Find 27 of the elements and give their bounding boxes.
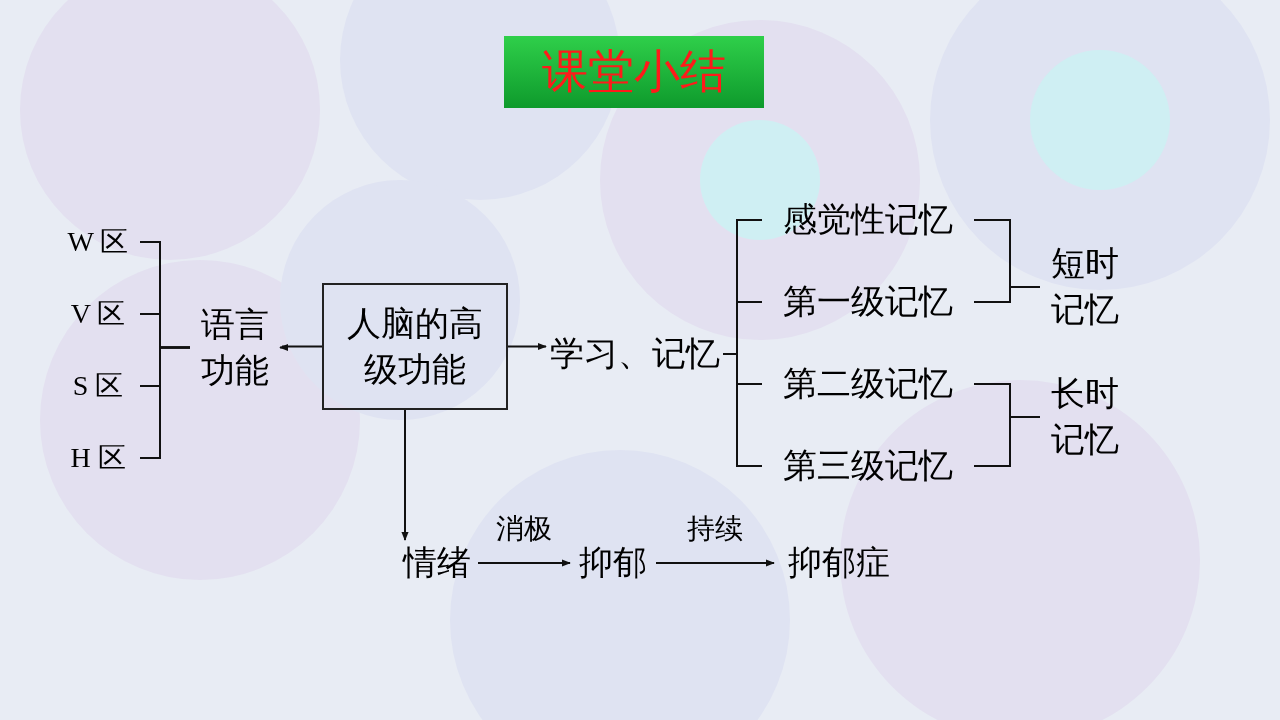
arrow: [477, 559, 571, 567]
concept-label: 第一级记忆: [762, 279, 974, 325]
concept-label: 第三级记忆: [762, 443, 974, 489]
concept-label: V 区: [56, 294, 140, 334]
edge-label: 消极: [496, 512, 552, 546]
bracket-line: [973, 416, 1041, 467]
concept-label: H 区: [56, 438, 140, 478]
arrow: [507, 342, 547, 351]
arrow: [655, 559, 775, 567]
concept-label: 抑郁: [570, 540, 656, 586]
concept-label: 抑郁症: [774, 540, 904, 586]
concept-label: 感觉性记忆: [762, 197, 974, 243]
concept-label: S 区: [56, 366, 140, 406]
concept-label: 第二级记忆: [762, 361, 974, 407]
concept-box: [322, 283, 508, 410]
edge-label: 持续: [687, 512, 743, 546]
arrow: [279, 343, 323, 352]
concept-label: W 区: [56, 222, 140, 262]
concept-label: 语言功能: [190, 300, 280, 395]
bracket-line: [139, 346, 191, 459]
concept-label: 情绪: [396, 540, 478, 586]
title-banner: 课堂小结: [504, 36, 764, 108]
concept-label: 学习、记忆: [546, 332, 723, 376]
concept-label: 短时记忆: [1040, 240, 1130, 334]
concept-label: 长时记忆: [1040, 370, 1130, 464]
arrow: [401, 409, 409, 541]
concept-text: 人脑的高级功能: [346, 303, 484, 390]
